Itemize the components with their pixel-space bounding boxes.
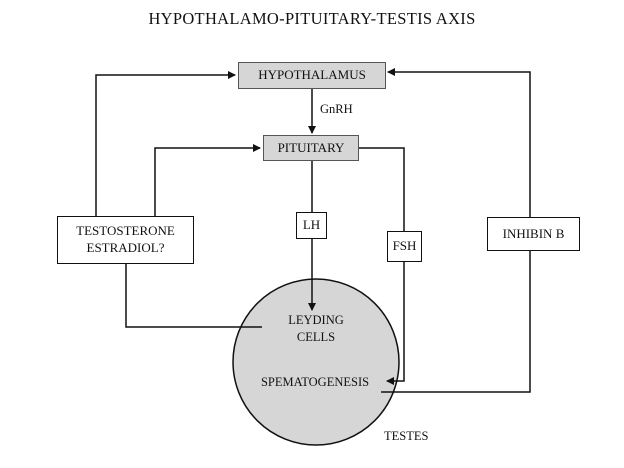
fsh-path-top xyxy=(359,147,405,231)
estradiol-label: ESTRADIOL? xyxy=(86,240,165,255)
testosterone-pituitary-feedback xyxy=(154,144,261,216)
diagram-title: HYPOTHALAMO-PITUITARY-TESTIS AXIS xyxy=(148,9,476,28)
fsh-path-bottom xyxy=(386,262,405,385)
leydig-label-line2: CELLS xyxy=(296,329,336,344)
spermatogenesis-label: SPEMATOGENESIS xyxy=(260,375,370,389)
gnrh-label: GnRH xyxy=(320,102,353,116)
testosterone-hypothalamus-feedback xyxy=(95,71,236,216)
hypothalamus-box: HYPOTHALAMUS xyxy=(238,62,386,89)
leydig-label-line1: LEYDING xyxy=(288,313,344,327)
testes-circle xyxy=(232,278,400,446)
testes-label: TESTES xyxy=(384,429,429,443)
pituitary-box: PITUITARY xyxy=(263,135,359,161)
spermatogenesis-inhibin-line xyxy=(381,251,531,393)
fsh-box: FSH xyxy=(387,231,422,262)
testosterone-estradiol-box: TESTOSTERONE ESTRADIOL? xyxy=(57,216,194,264)
testosterone-label: TESTOSTERONE xyxy=(76,223,175,239)
leydig-testosterone-line xyxy=(125,264,262,328)
inhibin-hypothalamus-feedback xyxy=(387,68,531,217)
lh-box: LH xyxy=(296,212,327,239)
inhibin-b-box: INHIBIN B xyxy=(487,217,580,251)
leydig-cells-label: LEYDING CELLS xyxy=(268,312,364,346)
